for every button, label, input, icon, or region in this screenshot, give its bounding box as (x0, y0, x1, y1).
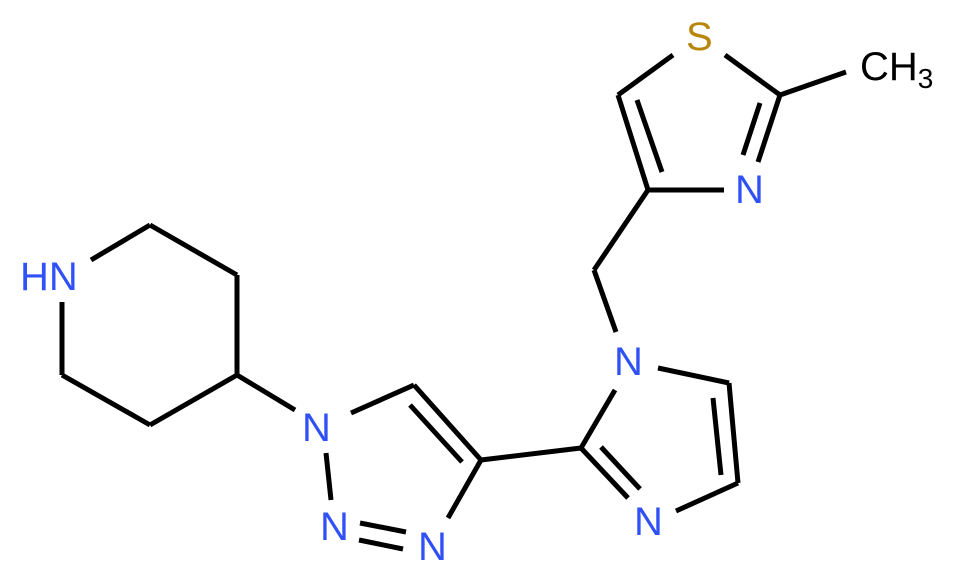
thiazole-s-label: S (686, 15, 713, 59)
thiazole-n-label: N (735, 168, 764, 212)
triazole-n3-label: N (418, 525, 447, 569)
triazole-n1-label: N (302, 406, 331, 450)
triazole-n2-label: N (320, 505, 349, 549)
imidazole-ring (578, 365, 741, 514)
methylene-thiazole-bond (591, 188, 651, 272)
thiazole-ring (615, 52, 783, 193)
triazole-ring (323, 382, 484, 552)
methyl-label: CH3 (860, 45, 933, 94)
triazole-imidazole-bond (480, 445, 582, 463)
piperidine-triazole-bond (235, 372, 297, 413)
piperidine-ring (59, 222, 240, 428)
imidazole-n1-label: N (614, 340, 643, 384)
piperidine-nh-label: HN (20, 255, 78, 299)
thiazole-methyl-bond (779, 69, 847, 98)
imidazole-n3-label: N (634, 500, 663, 544)
imidazole-methylene-bond (591, 269, 619, 333)
